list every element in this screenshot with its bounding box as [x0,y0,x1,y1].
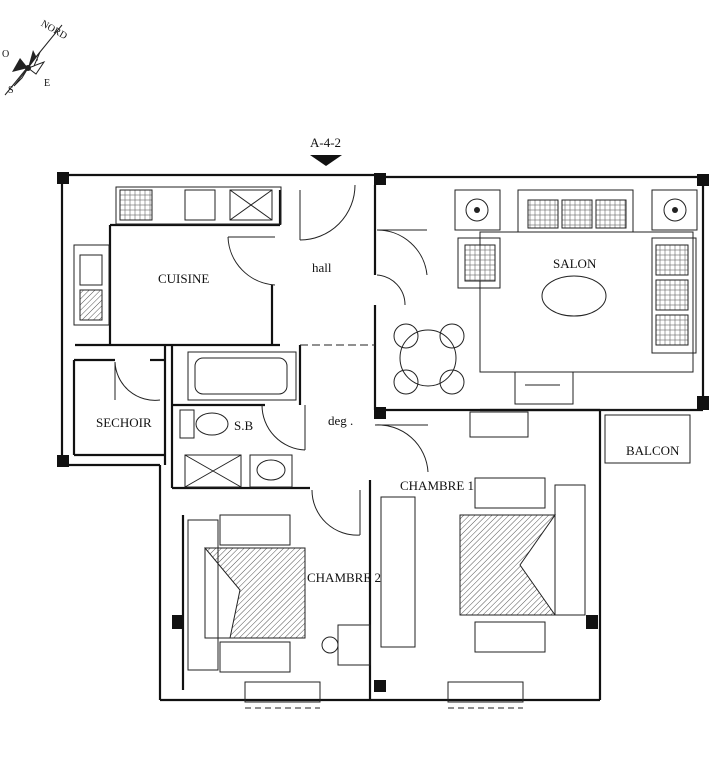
wall-columns [57,172,709,692]
room-label-sb: S.B [234,418,253,433]
room-label-cuisine: CUISINE [158,271,209,286]
kitchen-counter [73,186,282,326]
outer-walls [60,173,708,702]
compass-rose-icon [4,24,63,96]
compass-south-label: S [8,85,14,96]
room-label-sechoir: SECHOIR [96,415,152,430]
room-label-chambre2: CHAMBRE 2 [307,570,381,585]
windows [244,409,691,709]
chambre2-furniture [187,514,371,673]
salon-furniture [454,189,698,405]
room-label-chambre1: CHAMBRE 1 [400,478,474,493]
room-label-hall: hall [312,260,332,275]
room-label-salon: SALON [553,256,597,271]
compass-north-label: NORD [39,18,69,42]
compass-west-label: O [2,49,9,60]
entrance-label: A-4-2 [310,135,341,150]
dining-table [393,323,465,395]
chambre1-furniture [380,411,586,653]
interior-walls [72,185,600,700]
room-label-deg: deg . [328,413,353,428]
door-swings [114,184,429,536]
bathroom-fixtures [179,351,297,488]
room-label-balcon: BALCON [626,443,680,458]
entrance-arrow-icon [310,155,342,166]
compass-east-label: E [44,78,50,89]
